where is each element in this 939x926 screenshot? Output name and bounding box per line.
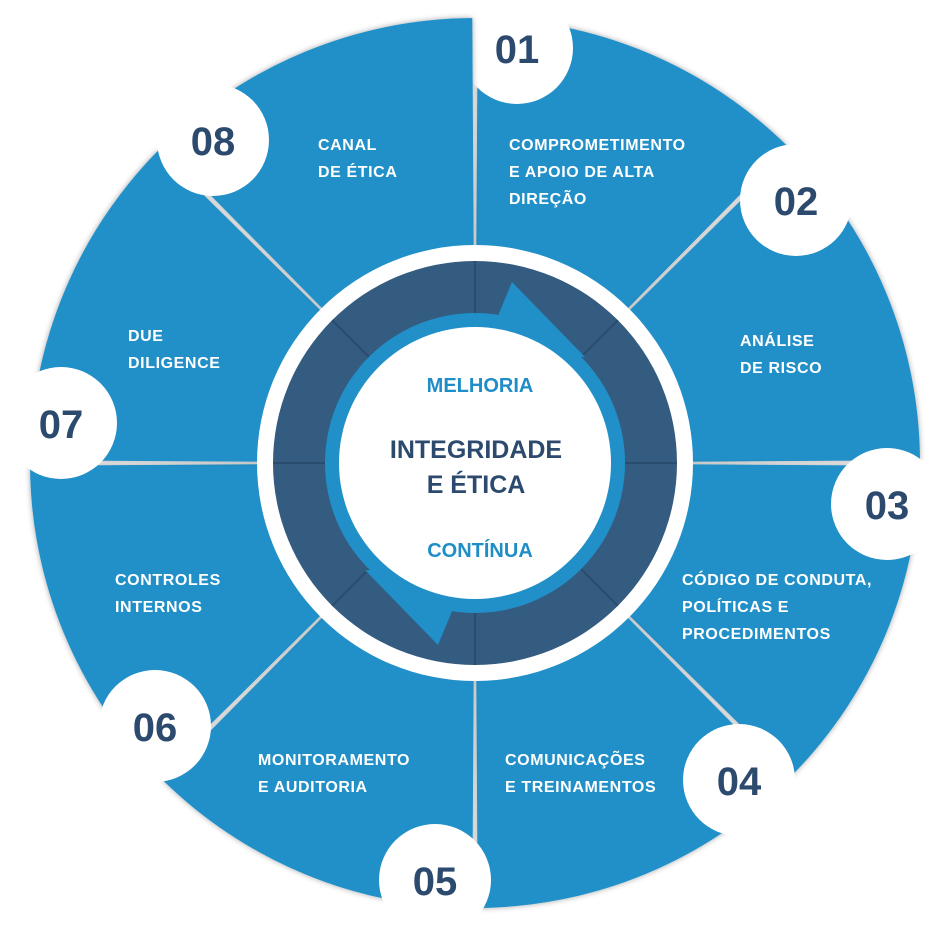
number-notch xyxy=(379,824,491,926)
center-top-label: MELHORIA xyxy=(427,375,534,397)
center-bottom-label: CONTÍNUA xyxy=(427,539,533,562)
segment-shape xyxy=(476,612,788,908)
segment-label-line: DIREÇÃO xyxy=(509,188,587,208)
segment-07 xyxy=(5,150,326,479)
segment-label-line: CANAL xyxy=(318,137,377,154)
segment-shape xyxy=(162,612,474,908)
segment-05 xyxy=(162,612,491,926)
segment-label-line: POLÍTICAS E xyxy=(682,597,789,616)
segment-shape xyxy=(624,150,920,462)
segment-shape xyxy=(476,18,788,314)
segment-number: 05 xyxy=(413,860,458,904)
segment-label-line: MONITORAMENTO xyxy=(258,752,410,769)
segment-label-line: DE ÉTICA xyxy=(318,162,397,181)
number-notch xyxy=(461,0,573,104)
number-notch xyxy=(157,84,269,196)
segment-number: 02 xyxy=(774,180,819,224)
segments-layer xyxy=(5,0,939,926)
segment-number: 01 xyxy=(495,28,540,72)
segment-label-line: ANÁLISE xyxy=(740,331,814,350)
segment-number: 04 xyxy=(717,760,762,804)
ring-divider xyxy=(580,568,619,607)
segment-number: 08 xyxy=(191,120,236,164)
ring-divider xyxy=(331,319,370,358)
segment-label-line: E APOIO DE ALTA xyxy=(509,164,655,181)
number-notch xyxy=(5,367,117,479)
number-notch xyxy=(740,144,852,256)
ring-overlay xyxy=(273,261,677,665)
number-notch xyxy=(99,670,211,782)
segment-label-line: DUE xyxy=(128,328,164,345)
segment-03 xyxy=(624,448,939,776)
segment-label-line: CONTROLES xyxy=(115,572,221,589)
segment-04 xyxy=(476,612,795,908)
number-notch xyxy=(683,724,795,836)
segment-shape xyxy=(30,150,326,462)
segment-label-line: DE RISCO xyxy=(740,360,822,377)
segment-02 xyxy=(624,144,920,462)
center-disk xyxy=(339,327,611,599)
segment-08 xyxy=(157,18,474,314)
segment-label-line: COMUNICAÇÕES xyxy=(505,749,646,769)
center-title-line1: INTEGRIDADE xyxy=(390,436,562,464)
segment-label-line: E TREINAMENTOS xyxy=(505,779,656,796)
center-title-line2: E ÉTICA xyxy=(427,470,526,499)
segment-01 xyxy=(461,0,788,314)
segment-number: 03 xyxy=(865,484,910,528)
ring-divider xyxy=(580,319,619,358)
segment-label-line: CÓDIGO DE CONDUTA, xyxy=(682,570,872,589)
segment-shape xyxy=(30,464,326,776)
segment-label-line: COMPROMETIMENTO xyxy=(509,137,686,154)
segment-number: 06 xyxy=(133,706,178,750)
segment-label-line: PROCEDIMENTOS xyxy=(682,626,831,643)
segment-label-line: DILIGENCE xyxy=(128,355,221,372)
number-notch xyxy=(831,448,939,560)
segment-number: 07 xyxy=(39,403,84,447)
segment-label-line: INTERNOS xyxy=(115,599,202,616)
segment-06 xyxy=(30,464,326,782)
ring-divider xyxy=(331,568,370,607)
segment-label-line: E AUDITORIA xyxy=(258,779,368,796)
